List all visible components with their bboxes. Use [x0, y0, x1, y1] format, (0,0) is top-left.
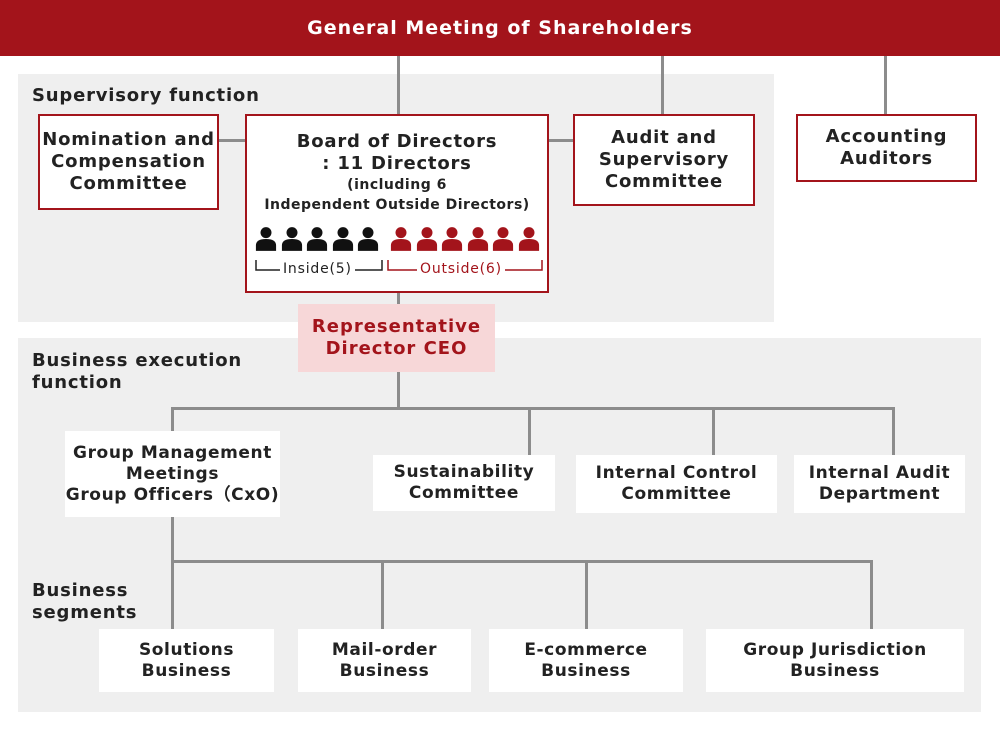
- inside-director-person-icon: [281, 227, 302, 251]
- connector-shareholders-accounting: [884, 56, 887, 114]
- outside-director-person-icon: [467, 227, 488, 251]
- inside-director-person-icon: [255, 227, 277, 251]
- outside-label: Outside(6): [417, 261, 505, 277]
- connector-nomination-board: [218, 139, 246, 142]
- board-title: Board of Directors: [296, 131, 498, 152]
- board-count: : 11 Directors: [322, 153, 472, 174]
- ceo-box: Representative Director CEO: [298, 304, 495, 372]
- shareholders-title: General Meeting of Shareholders: [307, 17, 693, 39]
- inside-label: Inside(5): [280, 261, 355, 277]
- internal-control-committee-box: Internal Control Committee: [576, 455, 777, 513]
- segment-mail-order-box: Mail-order Business: [298, 629, 471, 692]
- audit-committee-box: Audit and Supervisory Committee: [573, 114, 755, 206]
- inside-director-person-icon: [306, 227, 328, 251]
- group-management-box: Group Management Meetings Group Officers…: [65, 431, 280, 517]
- connector-execution-horizontal: [171, 407, 895, 410]
- supervisory-label: Supervisory function: [32, 85, 260, 106]
- outside-director-person-icon: [441, 227, 463, 251]
- connector-group-mgmt-down: [171, 516, 174, 630]
- connector-to-internal-control: [712, 407, 715, 456]
- board-of-directors-box: Board of Directors : 11 Directors (inclu…: [245, 114, 549, 293]
- inside-director-person-icon: [357, 227, 379, 251]
- connector-board-audit: [548, 139, 573, 142]
- connector-to-ecommerce: [585, 560, 588, 630]
- connector-to-mail-order: [381, 560, 384, 630]
- connector-ceo-down: [397, 371, 400, 409]
- outside-director-person-icon: [492, 227, 514, 251]
- segment-solutions-box: Solutions Business: [99, 629, 274, 692]
- connector-to-internal-audit: [892, 407, 895, 456]
- connector-shareholders-audit: [661, 56, 664, 114]
- segment-ecommerce-box: E-commerce Business: [489, 629, 683, 692]
- director-people-row: [247, 226, 547, 256]
- shareholders-banner: General Meeting of Shareholders: [0, 0, 1000, 56]
- segment-group-jurisdiction-box: Group Jurisdiction Business: [706, 629, 964, 692]
- segments-label: Business segments: [32, 580, 138, 623]
- board-note: (including 6 Independent Outside Directo…: [264, 177, 530, 213]
- outside-director-person-icon: [416, 227, 437, 251]
- connector-to-group-mgmt: [171, 407, 174, 432]
- connector-segments-horizontal: [171, 560, 873, 563]
- execution-label: Business execution function: [32, 350, 243, 393]
- outside-director-person-icon: [518, 227, 539, 251]
- accounting-auditors-box: Accounting Auditors: [796, 114, 977, 182]
- connector-shareholders-board: [397, 56, 400, 116]
- inside-director-person-icon: [332, 227, 353, 251]
- sustainability-committee-box: Sustainability Committee: [373, 455, 555, 511]
- internal-audit-department-box: Internal Audit Department: [794, 455, 965, 513]
- outside-director-person-icon: [390, 227, 412, 251]
- nomination-committee-box: Nomination and Compensation Committee: [38, 114, 219, 210]
- connector-board-ceo: [397, 291, 400, 305]
- connector-to-sustainability: [528, 407, 531, 456]
- connector-to-group-jurisdiction: [870, 560, 873, 630]
